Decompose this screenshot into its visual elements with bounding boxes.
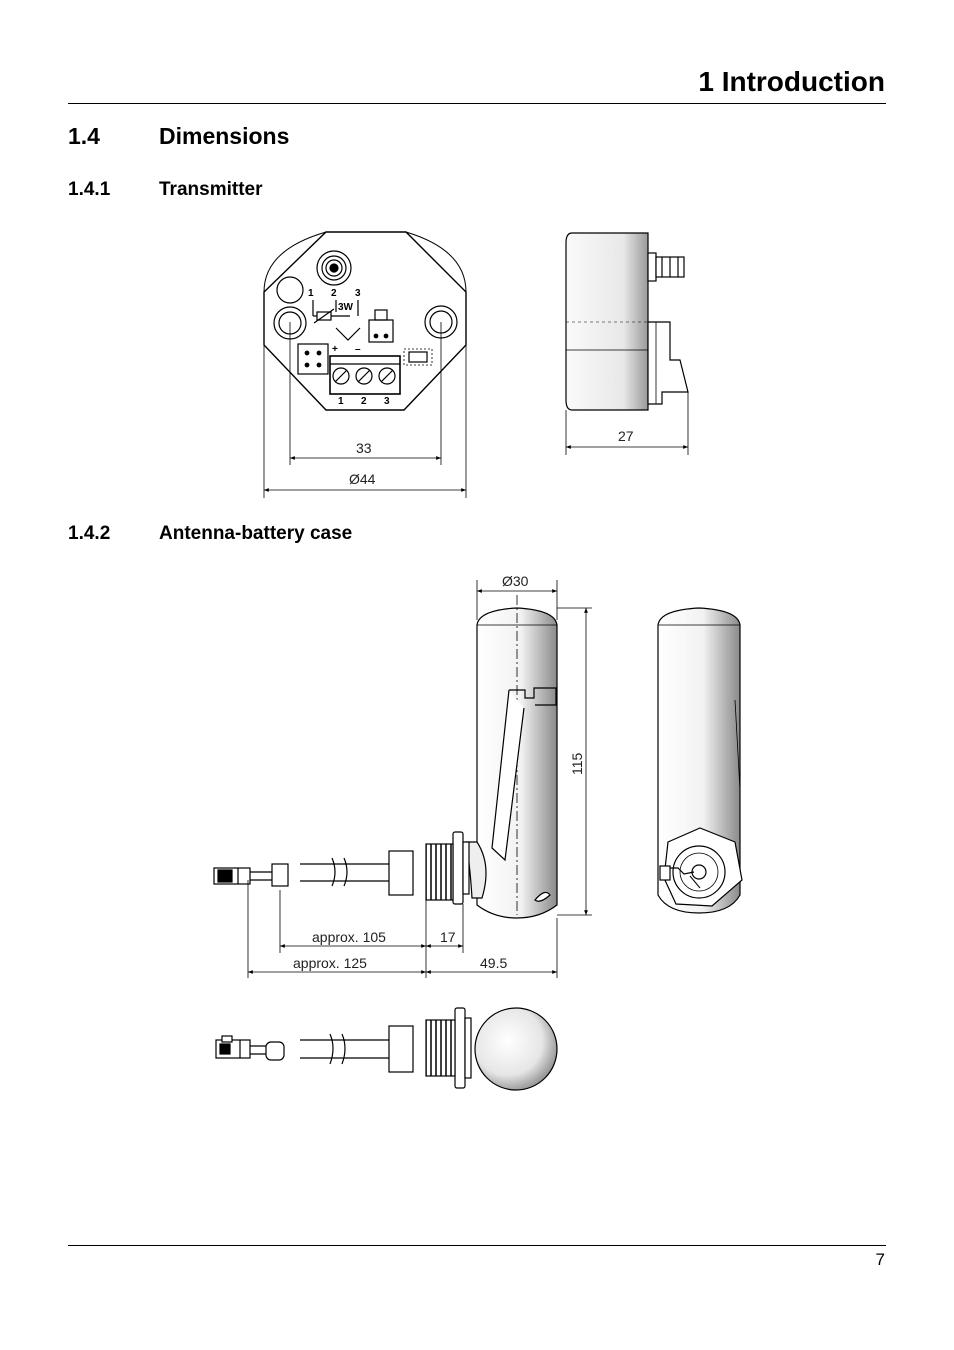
dim-thread: 17 [440, 929, 456, 945]
transmitter-front-dimensions [263, 322, 467, 498]
antenna-front-view [213, 595, 558, 919]
antenna-bottom-view [215, 1007, 558, 1091]
section-number: 1.4 [68, 123, 100, 149]
subsection-number: 1.4.1 [68, 179, 111, 200]
subsection-title: Transmitter [159, 179, 263, 200]
transmitter-side-dimensions [565, 392, 689, 455]
section-heading: 1.4 Dimensions [68, 123, 289, 150]
section-title: Dimensions [159, 123, 290, 149]
footer-rule [68, 1245, 886, 1246]
dim-antenna-diameter: Ø30 [502, 573, 529, 589]
transmitter-front-view [263, 231, 467, 411]
transmitter-labels: 1 2 3 3W + – 1 2 3 [308, 288, 390, 407]
pin-label: 2 [331, 288, 337, 299]
dim-cable-long: approx. 125 [293, 955, 367, 971]
page-number: 7 [875, 1250, 885, 1269]
dim-diameter: Ø44 [349, 471, 376, 487]
transmitter-side-view [565, 232, 689, 411]
header-rule [68, 103, 886, 104]
subsection-number: 1.4.2 [68, 523, 111, 544]
subsection-heading-transmitter: 1.4.1 Transmitter [68, 179, 262, 201]
antenna-front-dimensions [247, 580, 592, 978]
pin-label: 2 [361, 396, 367, 407]
chapter-title: 1 Introduction [698, 66, 885, 97]
pin-label: 1 [308, 288, 314, 299]
subsection-heading-antenna: 1.4.2 Antenna-battery case [68, 523, 352, 545]
antenna-side-view [657, 607, 743, 914]
subsection-title: Antenna-battery case [159, 523, 353, 544]
dim-antenna-height: 115 [569, 752, 585, 775]
dim-cable-short: approx. 105 [312, 929, 386, 945]
dim-width-inner: 33 [356, 440, 372, 456]
minus-label: – [355, 344, 361, 355]
pin-label: 3 [384, 396, 390, 407]
pin-label: 1 [338, 396, 344, 407]
dim-body: 49.5 [480, 955, 507, 971]
plus-label: + [332, 344, 338, 355]
label-3w: 3W [338, 302, 354, 313]
pin-label: 3 [355, 288, 361, 299]
dim-depth: 27 [618, 428, 634, 444]
